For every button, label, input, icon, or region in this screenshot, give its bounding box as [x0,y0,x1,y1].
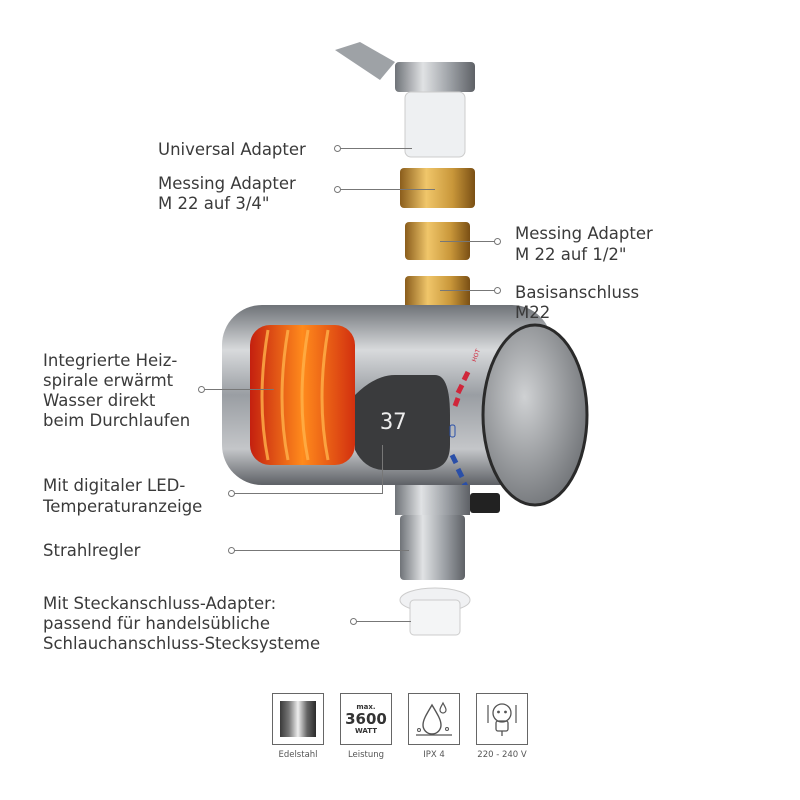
label-base-line2: M22 [515,303,551,322]
label-plug-adapter-line3: Schlauchanschluss-Stecksysteme [43,634,321,653]
leader-line [234,550,409,551]
label-brass-adapter-1-2-line1: Messing Adapter [515,224,653,243]
leader-line [440,241,495,242]
feature-label: 220 - 240 V [477,750,527,760]
label-heating-line3: Wasser direkt [43,391,156,410]
stainless-steel-icon [280,701,316,737]
plug-adapter [399,587,471,636]
label-brass-adapter-3-4-line1: Messing Adapter [158,174,296,193]
leader-line [234,493,383,494]
label-universal-adapter: Universal Adapter [158,140,306,159]
feature-label: Leistung [347,750,385,760]
brass-adapter-3-4 [400,168,475,208]
feature-stainless-steel [272,693,324,745]
leader-dot [494,238,501,245]
leader-line [340,148,412,149]
label-heating-line4: beim Durchlaufen [43,411,191,430]
leader-dot [494,287,501,294]
feature-power: max. 3600 WATT [340,693,392,745]
leader-line [382,445,383,493]
feature-ipx4 [408,693,460,745]
temperature-display: 37 [380,410,407,435]
leader-line [340,189,435,190]
plug-icon [487,703,517,736]
power-unit: WATT [355,727,377,735]
water-drop-icon [416,701,452,736]
label-heating-line2: spirale erwärmt [43,371,174,390]
brass-adapter-1-2 [405,222,470,260]
label-plug-adapter-line1: Mit Steckanschluss-Adapter: [43,594,277,613]
label-led-line1: Mit digitaler LED- [43,476,186,495]
leader-line [356,621,411,622]
leader-line [440,290,495,291]
feature-voltage [476,693,528,745]
label-brass-adapter-3-4-line2: M 22 auf 3/4" [158,194,270,213]
label-base-line1: Basisanschluss [515,283,640,302]
label-plug-adapter-line2: passend für handelsübliche [43,614,271,633]
universal-adapter [335,42,475,158]
label-aerator: Strahlregler [43,541,141,560]
feature-label: IPX 4 [423,750,445,760]
leader-line [204,389,274,390]
power-value: 3600 [345,710,387,728]
label-led-line2: Temperaturanzeige [43,497,203,516]
feature-label: Edelstahl [278,750,318,760]
label-brass-adapter-1-2-line2: M 22 auf 1/2" [515,245,627,264]
label-heating-line1: Integrierte Heiz- [43,351,178,370]
heater-body [222,305,589,513]
power-max: max. [356,703,376,711]
aerator [395,485,470,580]
